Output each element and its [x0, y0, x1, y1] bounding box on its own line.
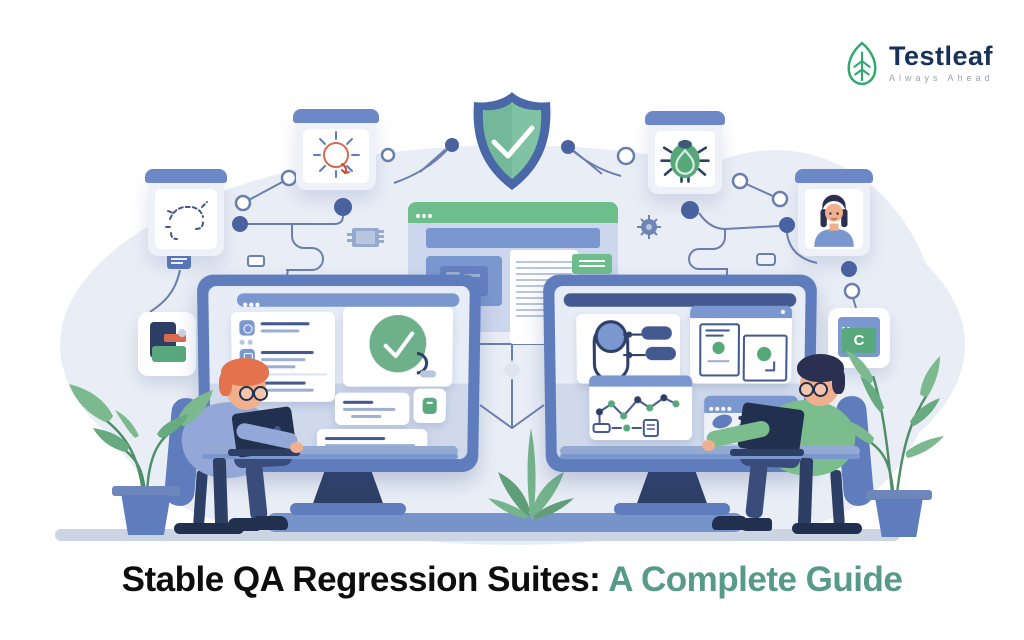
- headline-prefix: Stable QA Regression Suites:: [121, 560, 601, 599]
- ground-bar: [55, 529, 900, 541]
- document-1: [699, 323, 741, 377]
- flowchart-card: [588, 375, 693, 441]
- left-monitor-stand: [312, 470, 384, 506]
- flowchart-graph: [591, 388, 690, 438]
- wallet-card: [138, 312, 196, 376]
- left-monitor-stand-base: [290, 503, 406, 515]
- check-result-card: [343, 306, 454, 387]
- right-person-hand: [702, 440, 715, 451]
- left-desk-top: [202, 446, 458, 456]
- toggle-card: [576, 313, 680, 384]
- left-plant-pot-rim: [112, 486, 180, 496]
- monitor-platform: [266, 513, 744, 532]
- right-desk-edge: [560, 454, 860, 459]
- right-desk-top: [560, 446, 860, 456]
- grass-plant: [488, 428, 574, 520]
- green-block: [572, 254, 612, 274]
- left-plant-leaves: [69, 384, 213, 493]
- right-laptop-base: [730, 449, 804, 456]
- mapping-pill-2: [645, 346, 676, 361]
- wireframe-sketch-card: [145, 169, 227, 256]
- left-desk-edge: [202, 454, 458, 459]
- wallet-pocket: [152, 346, 186, 362]
- code-glyph: C: [842, 328, 876, 353]
- logo-text: Testleaf: [889, 41, 994, 71]
- test-item-icon: [239, 320, 255, 336]
- headline-highlight: A Complete Guide: [608, 560, 903, 599]
- wallet-clasp: [178, 329, 186, 337]
- card-header-bar: [795, 169, 873, 183]
- code-window-icon: C: [838, 317, 880, 357]
- left-person-glasses-2: [253, 386, 268, 401]
- green-widget-card: [413, 388, 447, 423]
- right-person-shoe: [740, 518, 772, 531]
- leaf-icon: [847, 41, 877, 86]
- left-desk-leg: [212, 457, 229, 529]
- bug-icon: [655, 131, 715, 187]
- left-person-glasses: [239, 386, 254, 401]
- left-plant-pot: [121, 495, 171, 535]
- right-monitor-screen: [554, 286, 806, 460]
- right-plant-pot: [875, 499, 923, 537]
- center-browser-titlebar: [408, 202, 618, 223]
- progress-pill: [419, 370, 437, 378]
- pipeline-tag-icons: [167, 253, 776, 269]
- card-header-bar: [645, 111, 725, 125]
- tester-avatar-card: [795, 169, 873, 256]
- banner-block: [426, 228, 600, 248]
- sun-sketch-icon: [303, 129, 369, 183]
- chip-icon: [347, 228, 384, 247]
- right-chair-foot: [792, 523, 862, 534]
- right-person-glasses: [799, 382, 814, 397]
- card-header-bar: [145, 169, 227, 183]
- documents-card-header: [690, 305, 793, 319]
- right-monitor-stand-base: [614, 503, 730, 515]
- tester-avatar-icon: [805, 189, 863, 249]
- banner-headline: Stable QA Regression Suites: A Complete …: [0, 560, 1024, 600]
- wireframe-sketch-icon: [155, 189, 217, 249]
- left-browser-bar: [236, 293, 460, 307]
- left-person-hand: [290, 442, 303, 453]
- virus-icon: [637, 215, 661, 239]
- left-person-shoe-2: [254, 516, 288, 530]
- left-person-hair-side: [219, 372, 232, 396]
- right-plant-pot-rim: [866, 490, 932, 500]
- widget-icon: [422, 397, 437, 414]
- left-chair-foot: [174, 523, 244, 534]
- mapping-pill-1: [641, 326, 672, 340]
- diamond-node: [502, 360, 522, 380]
- card-header-bar: [293, 109, 379, 123]
- documents-card: [690, 305, 793, 384]
- document-2: [742, 334, 788, 382]
- right-plant-leaves: [840, 350, 944, 503]
- testleaf-logo: Testleaf Always Ahead: [843, 36, 1024, 90]
- right-person-shoe-2: [712, 516, 746, 530]
- sun-sketch-card: [293, 109, 379, 190]
- shield-check-icon: [473, 92, 551, 190]
- bug-card: [645, 111, 725, 194]
- right-person-hair-side: [832, 368, 845, 394]
- logo-tagline: Always Ahead: [889, 73, 994, 83]
- right-monitor: [542, 274, 818, 472]
- left-laptop-base: [228, 449, 300, 456]
- right-person-glasses-2: [813, 382, 828, 397]
- summary-card: [334, 392, 410, 426]
- right-monitor-stand: [636, 470, 708, 506]
- wallet-bank-card: [164, 334, 186, 342]
- right-desk-leg: [797, 457, 814, 529]
